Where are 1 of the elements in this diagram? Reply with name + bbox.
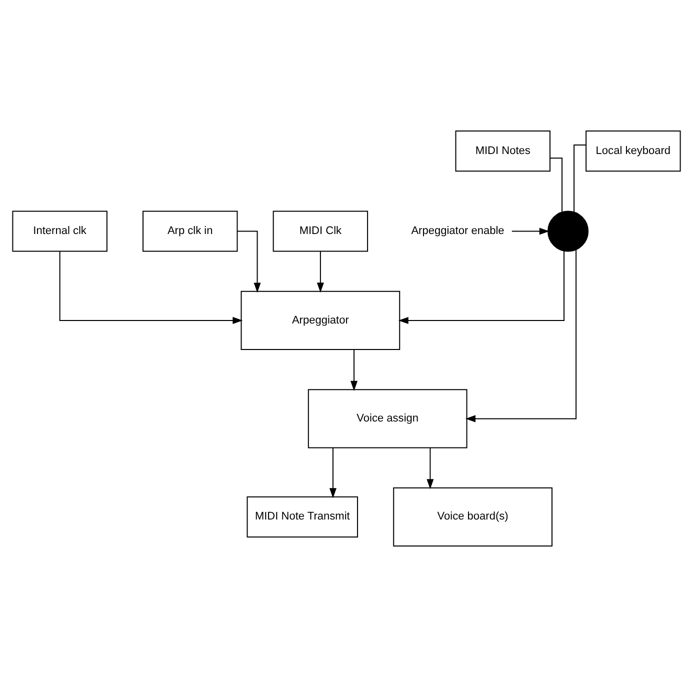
- node-text: Arpeggiator enable: [411, 225, 504, 238]
